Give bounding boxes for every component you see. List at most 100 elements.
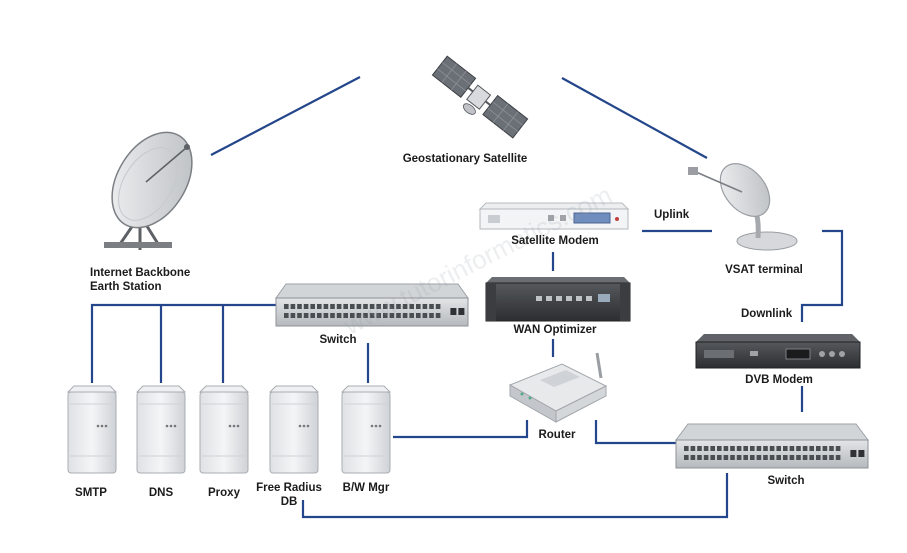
switch-port bbox=[350, 313, 355, 318]
switch-port bbox=[736, 446, 742, 451]
switch-left-icon bbox=[275, 283, 469, 327]
switch-port bbox=[697, 446, 702, 451]
dvb-modem-label: DVB Modem bbox=[745, 374, 813, 386]
switch-port bbox=[769, 446, 775, 451]
uplink-label: Uplink bbox=[654, 209, 690, 221]
switch-port bbox=[829, 446, 834, 451]
switch-port bbox=[730, 455, 735, 460]
switch-port bbox=[763, 446, 768, 451]
switch-port bbox=[822, 446, 828, 451]
switch-port bbox=[835, 446, 841, 451]
vsat-label: VSAT terminal bbox=[725, 264, 803, 276]
switch-port bbox=[317, 313, 322, 318]
switch-port bbox=[717, 446, 722, 451]
switch-port bbox=[730, 446, 735, 451]
switch-port bbox=[703, 446, 709, 451]
switch-port bbox=[829, 455, 834, 460]
switch-port bbox=[816, 455, 821, 460]
switch-port bbox=[690, 455, 696, 460]
wan-optimizer-icon bbox=[485, 277, 631, 322]
switch-port bbox=[416, 304, 421, 309]
switch-port bbox=[809, 446, 814, 451]
switch-port bbox=[684, 455, 689, 460]
server-bw-mgr-label: B/W Mgr bbox=[342, 482, 390, 494]
switch-port bbox=[402, 304, 408, 309]
switch-port bbox=[290, 304, 296, 309]
switch-port bbox=[743, 455, 748, 460]
switch-port bbox=[776, 446, 781, 451]
switch-port bbox=[383, 304, 388, 309]
switch-port bbox=[396, 313, 401, 318]
switch-port bbox=[284, 313, 289, 318]
switch-port bbox=[350, 304, 355, 309]
switch-port bbox=[809, 455, 814, 460]
switch-port bbox=[336, 304, 342, 309]
server-proxy-icon bbox=[198, 385, 250, 474]
switch-port bbox=[802, 446, 808, 451]
switch-port bbox=[369, 304, 375, 309]
switch-port bbox=[297, 304, 302, 309]
link-switch-to-servers-bus bbox=[90, 303, 276, 383]
switch-port bbox=[383, 313, 388, 318]
switch-port bbox=[783, 455, 788, 460]
switch-port bbox=[756, 446, 762, 451]
switch-port bbox=[310, 304, 315, 309]
switch-port bbox=[422, 313, 428, 318]
link-earth-to-satellite bbox=[210, 76, 361, 156]
switch-port bbox=[756, 455, 762, 460]
router-icon bbox=[508, 352, 608, 423]
switch-port bbox=[317, 304, 322, 309]
server-smtp-label: SMTP bbox=[75, 487, 107, 499]
server-radius-label-line1: Free Radius bbox=[256, 482, 322, 494]
switch-port bbox=[369, 313, 375, 318]
switch-port bbox=[290, 313, 296, 318]
switch-port bbox=[336, 313, 342, 318]
switch-port bbox=[750, 455, 755, 460]
switch-port bbox=[284, 304, 289, 309]
switch-port bbox=[297, 313, 302, 318]
switch-port bbox=[743, 446, 748, 451]
switch-port bbox=[402, 313, 408, 318]
switch-port bbox=[750, 446, 755, 451]
switch-port bbox=[703, 455, 709, 460]
switch-port bbox=[802, 455, 808, 460]
switch-port bbox=[363, 313, 368, 318]
switch-port bbox=[356, 313, 362, 318]
switch-port bbox=[835, 455, 841, 460]
downlink-label: Downlink bbox=[741, 308, 793, 320]
switch-right-label: Switch bbox=[767, 475, 805, 487]
switch-port bbox=[389, 304, 395, 309]
switch-port bbox=[816, 446, 821, 451]
earth-station-label-line2: Earth Station bbox=[90, 281, 162, 293]
satellite-label: Geostationary Satellite bbox=[402, 153, 528, 165]
switch-port bbox=[736, 455, 742, 460]
satellite-icon bbox=[431, 55, 529, 139]
switch-port bbox=[396, 304, 401, 309]
switch-port bbox=[343, 313, 348, 318]
switch-port bbox=[684, 446, 689, 451]
vsat-dish-icon bbox=[688, 163, 798, 251]
switch-right-ports bbox=[684, 446, 865, 460]
switch-port bbox=[435, 313, 441, 318]
link-radius-to-switch-right bbox=[301, 473, 729, 519]
switch-port bbox=[330, 313, 335, 318]
switch-port bbox=[435, 304, 441, 309]
switch-port bbox=[429, 313, 434, 318]
switch-port bbox=[717, 455, 722, 460]
switch-port bbox=[789, 446, 795, 451]
switch-port bbox=[789, 455, 795, 460]
switch-port bbox=[697, 455, 702, 460]
satellite-modem-icon bbox=[478, 202, 630, 230]
switch-uplink-port bbox=[850, 450, 857, 457]
switch-port bbox=[409, 313, 414, 318]
switch-left-label: Switch bbox=[319, 334, 357, 346]
switch-port bbox=[356, 304, 362, 309]
switch-port bbox=[343, 304, 348, 309]
earth-station-label-line1: Internet Backbone bbox=[90, 267, 191, 279]
switch-port bbox=[776, 455, 781, 460]
switch-port bbox=[330, 304, 335, 309]
earth-station-dish-icon bbox=[104, 131, 193, 250]
connection-lines bbox=[90, 76, 844, 519]
switch-right-icon bbox=[675, 423, 869, 469]
